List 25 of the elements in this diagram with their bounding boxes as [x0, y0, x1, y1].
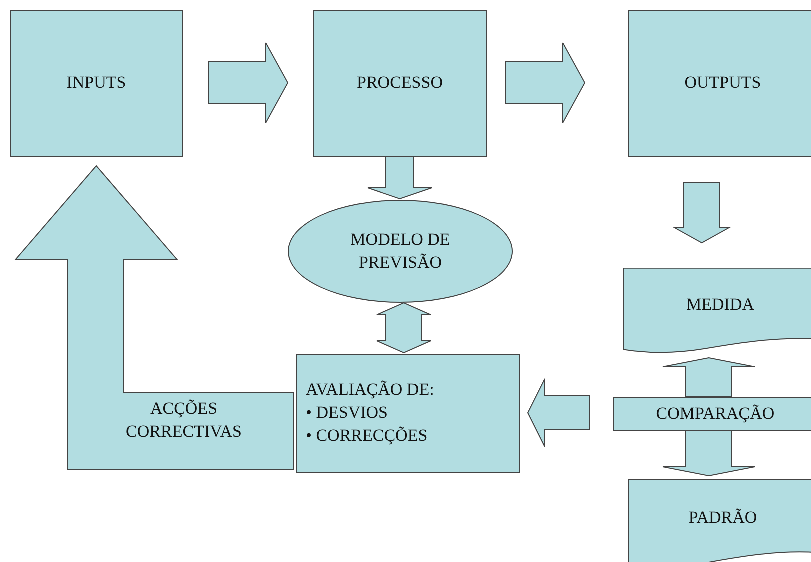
node-label: PADRÃO — [688, 506, 758, 529]
edge-label: ACÇÕES CORRECTIVAS — [125, 398, 243, 443]
node-label: MODELO DE PREVISÃO — [350, 228, 452, 274]
block-arrow — [527, 378, 590, 448]
node-label: PROCESSO — [357, 72, 443, 94]
node-label: • CORRECÇÕES — [306, 424, 428, 447]
node-label: • DESVIOS — [306, 402, 388, 424]
block-arrow — [662, 430, 756, 476]
block-arrow — [14, 165, 294, 470]
block-arrow — [673, 182, 731, 244]
block-arrow — [376, 302, 432, 354]
node-label: INPUTS — [66, 72, 126, 94]
node-label: MEDIDA — [686, 294, 754, 316]
block-arrow — [506, 42, 586, 124]
process-box — [296, 354, 520, 473]
comparison-band — [613, 397, 811, 431]
node-label: OUTPUTS — [684, 72, 762, 94]
block-arrow — [662, 358, 756, 398]
process-box — [313, 10, 487, 157]
node-label: COMPARAÇÃO — [656, 402, 775, 425]
block-arrow — [208, 42, 289, 124]
process-box — [10, 10, 183, 157]
process-box — [628, 10, 811, 157]
block-arrow — [368, 156, 432, 200]
node-label: AVALIAÇÃO DE: — [306, 379, 434, 402]
